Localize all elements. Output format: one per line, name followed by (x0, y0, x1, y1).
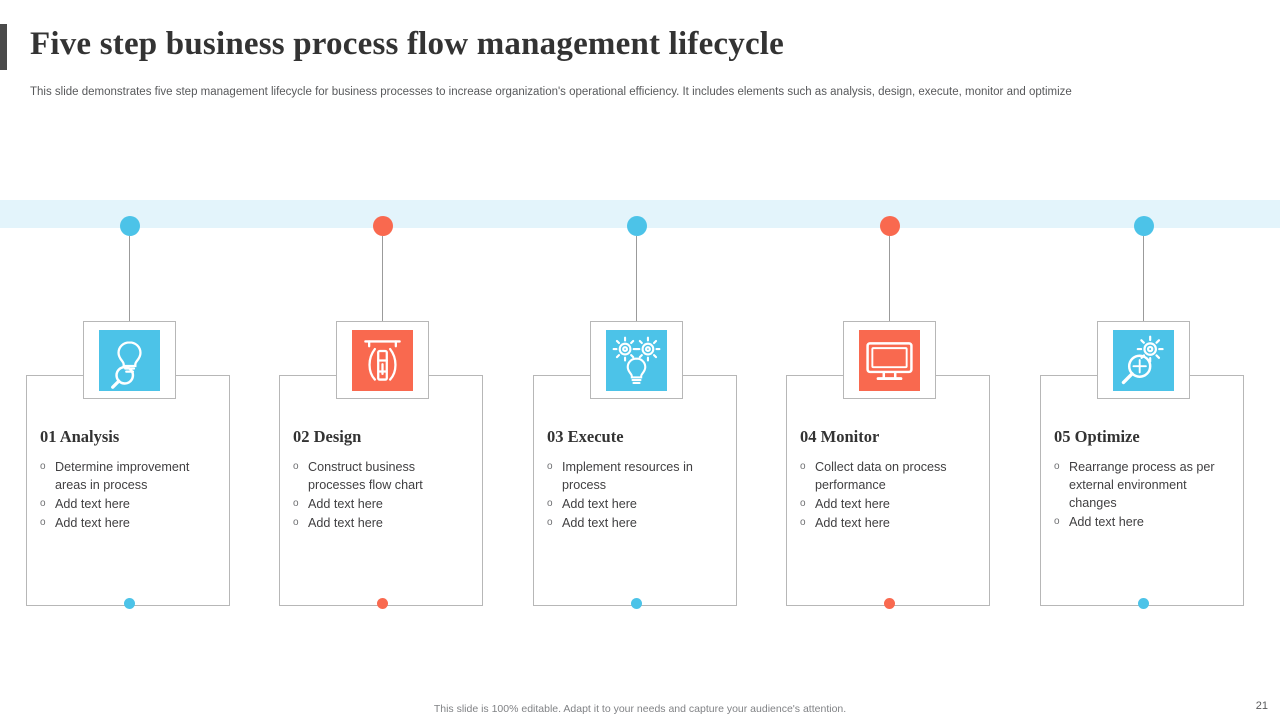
step-title-3: 03 Execute (547, 427, 624, 446)
step-bullets-5: o Rearrange process as per external envir… (1054, 458, 1234, 532)
step-card-5[interactable] (1040, 375, 1244, 606)
card-bottom-dot-4 (884, 598, 895, 609)
card-bottom-dot-2 (377, 598, 388, 609)
card-bottom-dot-3 (631, 598, 642, 609)
bullet-text: Add text here (308, 497, 383, 511)
timeline-dot-3 (627, 216, 647, 236)
bullet-text: Rearrange process as per external enviro… (1069, 460, 1215, 510)
connector-line-3 (636, 236, 637, 322)
bullet-text: Add text here (815, 516, 890, 530)
bullet-marker-icon: o (547, 498, 553, 509)
list-item: o Add text here (40, 514, 220, 532)
step-column-4: 04 Monitor o Collect data on process perfo… (760, 0, 1016, 720)
lightbulb-magnifier-icon (99, 329, 160, 391)
step-column-2: 02 Design o Construct business processes f… (253, 0, 509, 720)
step-title-1: 01 Analysis (40, 427, 120, 446)
list-item: o Add text here (293, 514, 473, 532)
list-item: o Add text here (293, 495, 473, 513)
bullet-marker-icon: o (293, 461, 299, 472)
step-card-4[interactable] (786, 375, 990, 606)
list-item: o Add text here (547, 514, 727, 532)
card-bottom-dot-5 (1138, 598, 1149, 609)
connector-line-2 (382, 236, 383, 322)
timeline-dot-5 (1134, 216, 1154, 236)
bullet-text: Add text here (562, 497, 637, 511)
bullet-marker-icon: o (40, 517, 46, 528)
bullet-text: Add text here (1069, 515, 1144, 529)
title-accent-bar (0, 24, 7, 70)
bullet-text: Implement resources in process (562, 460, 693, 492)
connector-line-5 (1143, 236, 1144, 322)
page-number: 21 (1255, 700, 1268, 712)
step-title-5: 05 Optimize (1054, 427, 1140, 446)
bullet-marker-icon: o (800, 517, 806, 528)
list-item: o Rearrange process as per external envir… (1054, 458, 1234, 512)
list-item: o Add text here (1054, 513, 1234, 531)
icon-frame-2 (336, 321, 429, 399)
list-item: o Add text here (800, 514, 980, 532)
step-title-4: 04 Monitor (800, 427, 880, 446)
list-item: o Add text here (800, 495, 980, 513)
list-item: o Add text here (40, 495, 220, 513)
timeline-dot-2 (373, 216, 393, 236)
bullet-text: Add text here (308, 516, 383, 530)
connector-line-1 (129, 236, 130, 322)
gears-lightbulb-icon (606, 329, 667, 391)
bullet-text: Collect data on process performance (815, 460, 947, 492)
bullet-marker-icon: o (40, 498, 46, 509)
step-column-5: 05 Optimize o Rearrange process as per ext… (1014, 0, 1270, 720)
page-title: Five step business process flow manageme… (30, 26, 785, 62)
page-subtitle: This slide demonstrates five step manage… (30, 86, 1072, 98)
bullet-text: Add text here (815, 497, 890, 511)
bullet-marker-icon: o (293, 517, 299, 528)
list-item: o Determine improvement areas in process (40, 458, 220, 494)
step-bullets-2: o Construct business processes flow chart… (293, 458, 473, 533)
timeline-dot-4 (880, 216, 900, 236)
bullet-marker-icon: o (1054, 516, 1060, 527)
footer-note: This slide is 100% editable. Adapt it to… (433, 703, 847, 715)
gear-magnifier-icon (1113, 329, 1174, 391)
bullet-text: Construct business processes flow chart (308, 460, 423, 492)
bullet-marker-icon: o (547, 461, 553, 472)
timeline-dot-1 (120, 216, 140, 236)
step-column-3: 03 Execute o Implement resources in proces… (507, 0, 763, 720)
step-column-1: 01 Analysis o Determine improvement areas … (0, 0, 256, 720)
list-item: o Construct business processes flow chart (293, 458, 473, 494)
bullet-marker-icon: o (40, 461, 46, 472)
icon-frame-1 (83, 321, 176, 399)
bullet-marker-icon: o (293, 498, 299, 509)
bullet-marker-icon: o (547, 517, 553, 528)
drafting-compass-icon (352, 329, 413, 391)
step-title-2: 02 Design (293, 427, 362, 446)
step-card-2[interactable] (279, 375, 483, 606)
icon-frame-3 (590, 321, 683, 399)
bullet-text: Add text here (562, 516, 637, 530)
bullet-text: Add text here (55, 516, 130, 530)
monitor-screen-icon (859, 329, 920, 391)
list-item: o Implement resources in process (547, 458, 727, 494)
bullet-marker-icon: o (800, 498, 806, 509)
connector-line-4 (889, 236, 890, 322)
card-bottom-dot-1 (124, 598, 135, 609)
bullet-marker-icon: o (800, 461, 806, 472)
icon-frame-5 (1097, 321, 1190, 399)
bullet-text: Determine improvement areas in process (55, 460, 190, 492)
icon-frame-4 (843, 321, 936, 399)
list-item: o Collect data on process performance (800, 458, 980, 494)
bullet-marker-icon: o (1054, 461, 1060, 472)
list-item: o Add text here (547, 495, 727, 513)
bullet-text: Add text here (55, 497, 130, 511)
